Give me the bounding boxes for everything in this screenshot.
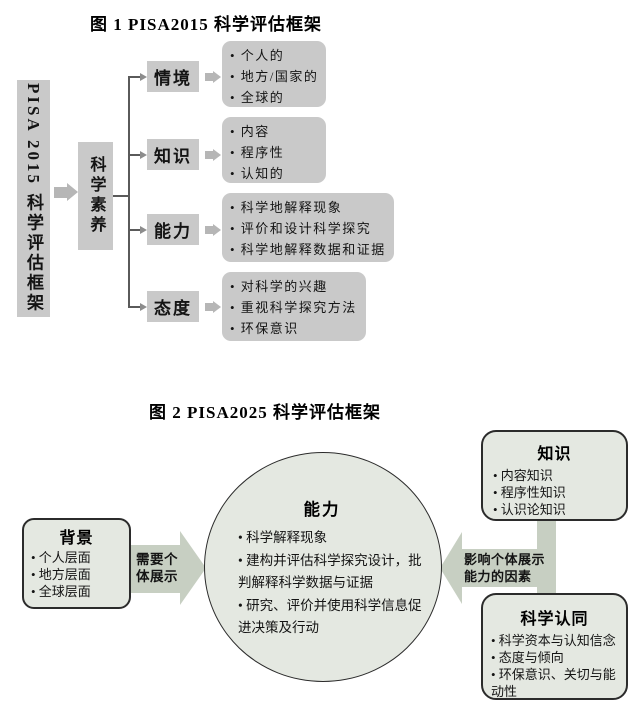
competency-circle-items: • 科学解释现象 • 建构并评估科学探究设计，批判解释科学数据与证据 • 研究、评价… [238,527,428,640]
arrow-right-icon [213,148,221,161]
figure1-core-box: 科学素养 [78,142,113,250]
figure1-branch-items: • 对科学的兴趣 • 重视科学探究方法 • 环保意识 [222,272,366,341]
bullet-item: • 个人的 [230,48,285,63]
connector-line [128,76,141,78]
bullet-item: • 重视科学探究方法 [230,300,357,315]
connector-line [128,76,130,307]
background-box-title: 背景 [59,530,94,547]
figure1-branch-items: • 个人的 • 地方/国家的 • 全球的 [222,41,326,107]
background-box: 背景 • 个人层面 • 地方层面 • 全球层面 [22,518,131,609]
bullet-item: • 全球层面 [31,584,91,599]
figure1-branch-label: 情境 [147,61,199,92]
left-arrow-label: 需要个体展示 [136,552,178,584]
bullet-item: • 认知的 [230,166,285,181]
arrowhead-icon [140,302,147,311]
figure1-branch-label: 能力 [147,214,199,245]
figure1-branch-items: • 科学地解释现象 • 评价和设计科学探究 • 科学地解释数据和证据 [222,193,394,262]
bullet-item: • 地方/国家的 [230,69,319,84]
bullet-item: • 建构并评估科学探究设计，批判解释科学数据与证据 [238,552,422,591]
figure1-branch-label: 知识 [147,139,199,170]
bullet-item: • 个人层面 [31,550,91,565]
competency-circle [204,452,442,682]
bullet-item: • 内容知识 [493,468,553,483]
bullet-item: • 科学地解释现象 [230,200,343,215]
bullet-item: • 对科学的兴趣 [230,279,328,294]
arrow-right-icon [205,226,213,234]
science-identity-box-title: 科学认同 [520,611,589,628]
bullet-item: • 程序性知识 [493,485,566,500]
figure1-root-box: PISA 2015 科学评估框架 [17,80,50,317]
arrow-right-icon [205,303,213,311]
bullet-item: • 内容 [230,124,270,139]
arrow-left-icon [440,532,462,604]
knowledge-box-title: 知识 [537,446,572,463]
arrowhead-icon [140,225,147,234]
connector-line [128,229,141,231]
arrowhead-icon [140,72,147,81]
knowledge-box-items: • 内容知识 • 程序性知识 • 认识论知识 [483,464,626,518]
competency-circle-title: 能力 [303,500,341,519]
background-box-items: • 个人层面 • 地方层面 • 全球层面 [24,548,129,600]
arrow-right-icon [180,531,206,605]
figure1-branch-label: 态度 [147,291,199,322]
bullet-item: • 评价和设计科学探究 [230,221,372,236]
bullet-item: • 态度与倾向 [491,650,564,665]
bullet-item: • 科学地解释数据和证据 [230,242,386,257]
bullet-item: • 研究、评价并使用科学信息促进决策及行动 [238,597,422,636]
bullet-item: • 环保意识、关切与能动性 [491,667,616,699]
connector-line [128,154,141,156]
bullet-item: • 科学资本与认知信念 [491,633,616,648]
bullet-item: • 程序性 [230,145,285,160]
arrow-left-icon [462,549,556,587]
arrow-right-icon [205,73,213,81]
arrow-right-icon [131,545,180,593]
arrow-right-icon [213,300,221,313]
arrowhead-icon [140,150,147,159]
arrow-right-icon [67,183,78,201]
connector-line [128,306,141,308]
figure2-title: 图 2 PISA2025 科学评估框架 [149,403,381,422]
science-identity-box-items: • 科学资本与认知信念 • 态度与倾向 • 环保意识、关切与能动性 [483,629,626,700]
arrow-right-icon [205,151,213,159]
arrow-right-icon [213,70,221,83]
figure1-branch-items: • 内容 • 程序性 • 认知的 [222,117,326,183]
knowledge-box: 知识 • 内容知识 • 程序性知识 • 认识论知识 [481,430,628,521]
right-arrow-label: 影响个体展示能力的因素 [464,552,546,584]
figure1-title: 图 1 PISA2015 科学评估框架 [90,15,322,34]
bullet-item: • 环保意识 [230,321,299,336]
bullet-item: • 全球的 [230,90,285,105]
bullet-item: • 科学解释现象 [238,530,328,545]
bullet-item: • 认识论知识 [493,502,566,517]
arrow-right-icon [54,187,67,198]
arrow-right-icon [213,223,221,236]
bullet-item: • 地方层面 [31,567,91,582]
science-identity-box: 科学认同 • 科学资本与认知信念 • 态度与倾向 • 环保意识、关切与能动性 [481,593,628,700]
connector-line [113,195,128,197]
